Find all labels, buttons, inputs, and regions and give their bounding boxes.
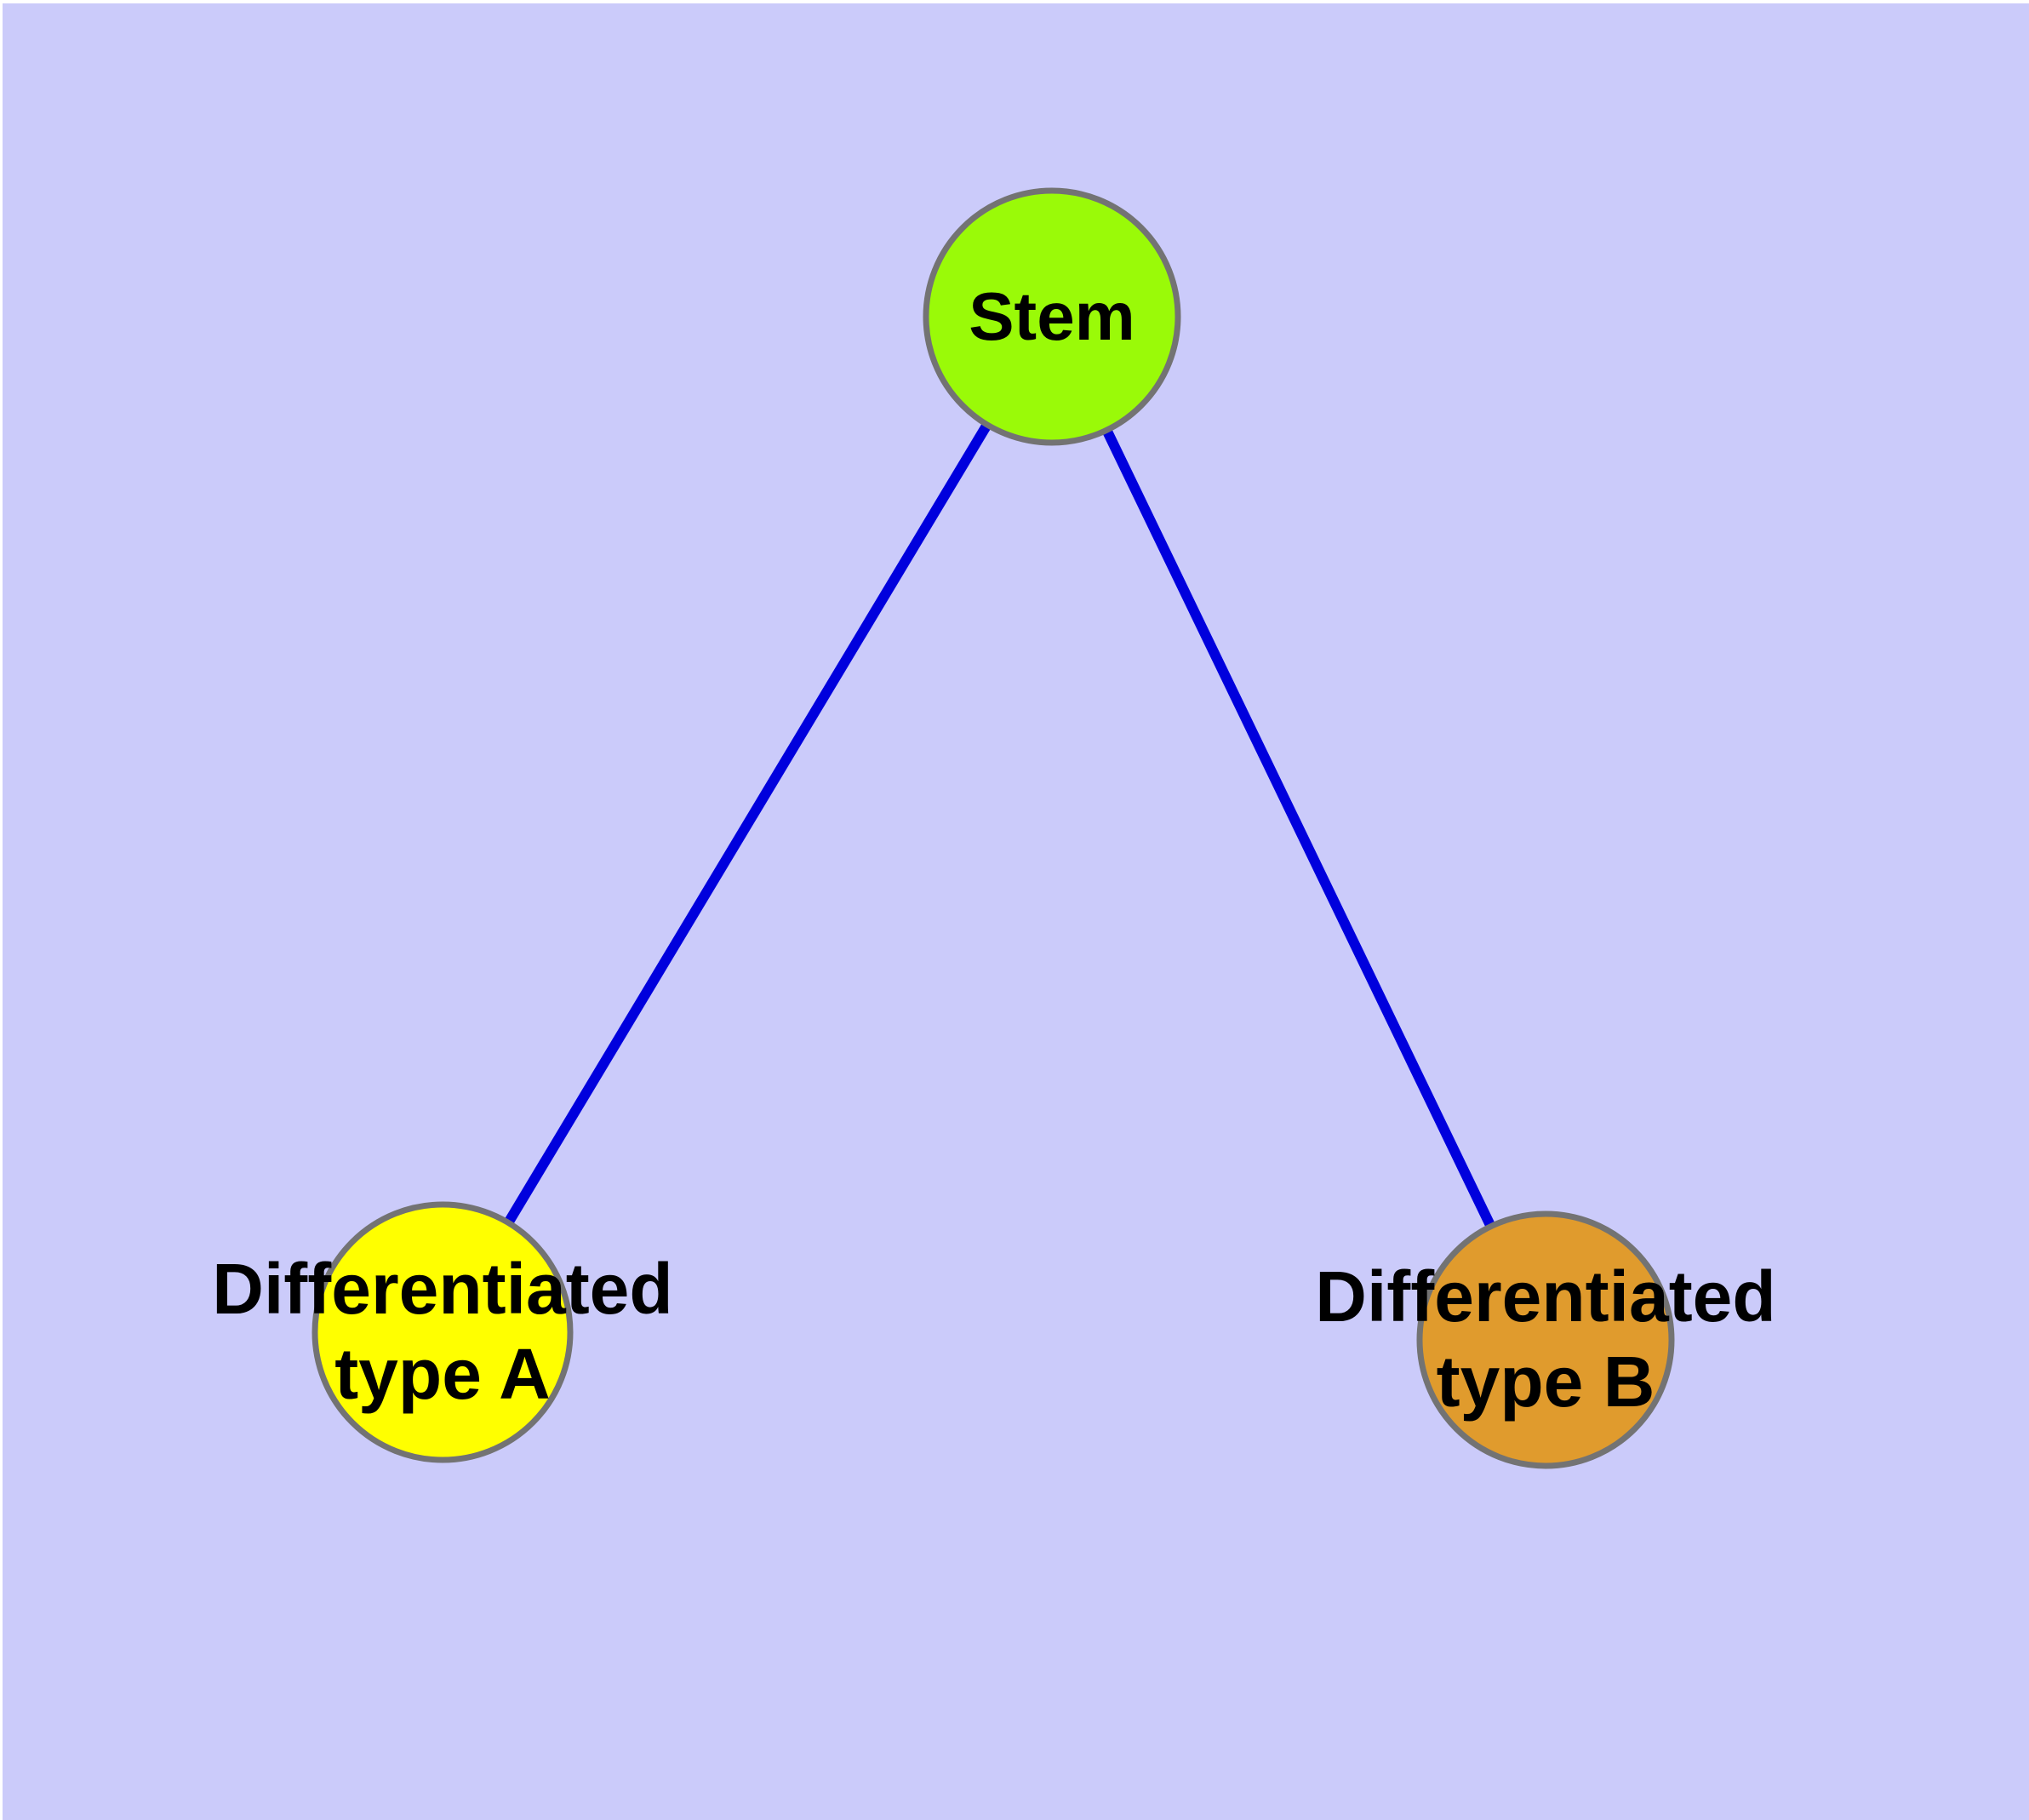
- node-stem[interactable]: Stem: [923, 187, 1181, 446]
- node-type-a-circle[interactable]: [311, 1201, 574, 1463]
- node-type-a-label: Differentiated: [212, 1249, 672, 1329]
- edge-stem-to-type-a[interactable]: [505, 423, 991, 1224]
- node-type-b-circle[interactable]: [1416, 1210, 1675, 1469]
- edge-layer: [505, 423, 1495, 1228]
- node-type-b[interactable]: Differentiated type B: [1315, 1210, 1776, 1469]
- node-type-a-label-line2: type A: [334, 1334, 551, 1414]
- node-type-a[interactable]: Differentiated type A: [212, 1201, 673, 1463]
- edge-stem-to-type-b[interactable]: [1102, 429, 1495, 1228]
- node-stem-circle[interactable]: [923, 187, 1181, 446]
- node-layer: Stem Differentiated type A Differentiate…: [212, 187, 1776, 1469]
- node-type-b-label: Differentiated: [1315, 1256, 1775, 1336]
- node-type-b-label-line2: type B: [1437, 1342, 1655, 1422]
- node-stem-label: Stem: [969, 278, 1135, 354]
